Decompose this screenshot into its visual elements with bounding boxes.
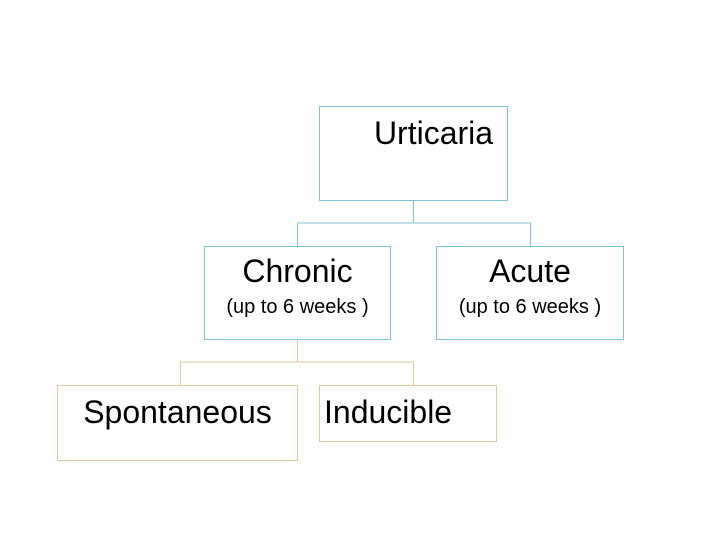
node-acute-label: Acute [489, 253, 571, 289]
node-chronic: Chronic (up to 6 weeks ) [204, 246, 391, 340]
node-chronic-sublabel: (up to 6 weeks ) [226, 296, 369, 318]
node-inducible-label: Inducible [324, 394, 453, 430]
node-acute-sublabel: (up to 6 weeks ) [458, 296, 602, 318]
node-acute: Acute (up to 6 weeks ) [436, 246, 624, 340]
node-chronic-label: Chronic [242, 253, 353, 289]
node-spontaneous-label: Spontaneous [83, 394, 272, 430]
node-inducible: Inducible [319, 385, 497, 442]
node-spontaneous: Spontaneous [57, 385, 298, 461]
node-urticaria-label: Urticaria [373, 115, 494, 151]
node-urticaria: Urticaria [319, 106, 508, 201]
